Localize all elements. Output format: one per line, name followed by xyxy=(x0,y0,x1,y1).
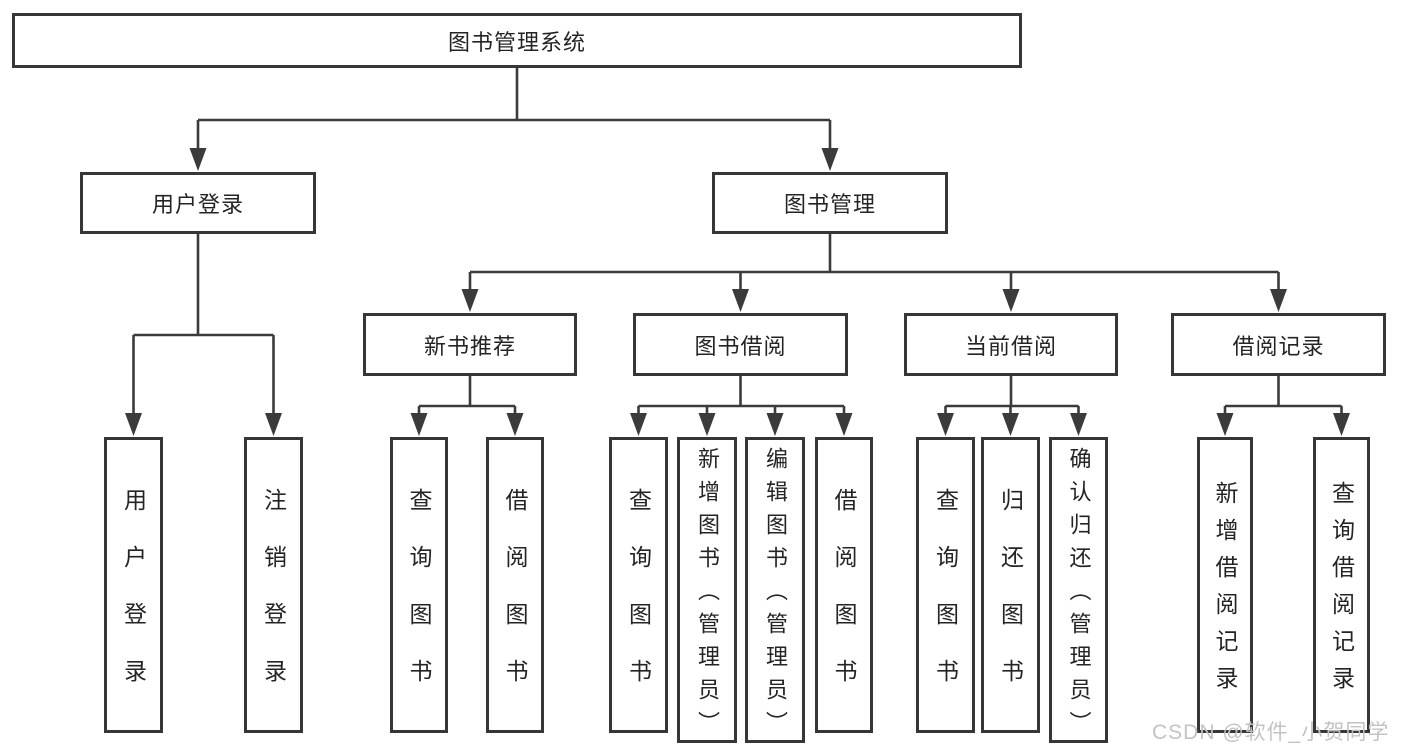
leaf-add-borrow-record: 新增借阅记录 xyxy=(1197,437,1253,733)
leaf-user-login: 用户登录 xyxy=(104,437,163,733)
leaf-borrow-books-recommend: 借阅图书 xyxy=(486,437,544,733)
node-book-management: 图书管理 xyxy=(712,172,948,234)
node-user-login-label: 用户登录 xyxy=(151,192,244,217)
leaf-confirm-return-admin-label: 确认归还（管理员） xyxy=(1066,446,1092,744)
node-new-book-recommend-label: 新书推荐 xyxy=(423,333,516,359)
leaf-return-books: 归还图书 xyxy=(981,437,1040,733)
leaf-query-books-borrowing-label: 查询图书 xyxy=(625,488,652,716)
leaf-query-books-borrowing: 查询图书 xyxy=(609,437,668,733)
leaf-query-borrow-record: 查询借阅记录 xyxy=(1313,437,1370,733)
leaf-return-books-label: 归还图书 xyxy=(997,488,1024,716)
connector-lines xyxy=(132,68,1343,418)
node-current-borrowing: 当前借阅 xyxy=(904,313,1118,376)
leaf-edit-books-admin: 编辑图书（管理员） xyxy=(745,437,805,744)
root-node-library-system: 图书管理系统 xyxy=(12,13,1022,68)
leaf-query-books-recommend: 查询图书 xyxy=(390,437,448,733)
node-current-borrowing-label: 当前借阅 xyxy=(964,333,1057,359)
leaf-logout: 注销登录 xyxy=(244,437,303,733)
leaf-borrow-books-recommend-label: 借阅图书 xyxy=(502,488,528,716)
node-book-management-label: 图书管理 xyxy=(783,192,876,217)
leaf-borrow-books: 借阅图书 xyxy=(815,437,873,733)
node-user-login: 用户登录 xyxy=(80,172,316,234)
node-book-borrowing-label: 图书借阅 xyxy=(694,333,787,359)
leaf-confirm-return-admin: 确认归还（管理员） xyxy=(1049,437,1108,744)
leaf-query-books-recommend-label: 查询图书 xyxy=(406,488,432,716)
node-borrowing-records: 借阅记录 xyxy=(1171,313,1386,376)
node-borrowing-records-label: 借阅记录 xyxy=(1232,333,1325,359)
node-book-borrowing: 图书借阅 xyxy=(633,313,848,376)
leaf-add-books-admin-label: 新增图书（管理员） xyxy=(695,446,720,744)
node-new-book-recommend: 新书推荐 xyxy=(363,313,577,376)
leaf-borrow-books-label: 借阅图书 xyxy=(831,488,857,716)
leaf-logout-label: 注销登录 xyxy=(260,488,287,716)
csdn-watermark: CSDN @软件_小贺同学 xyxy=(1152,721,1390,744)
arrowheads xyxy=(125,148,1350,436)
leaf-query-books-current: 查询图书 xyxy=(916,437,975,733)
leaf-add-books-admin: 新增图书（管理员） xyxy=(677,437,737,744)
leaf-query-books-current-label: 查询图书 xyxy=(932,488,959,716)
leaf-query-borrow-record-label: 查询借阅记录 xyxy=(1328,481,1355,703)
root-node-label: 图书管理系统 xyxy=(447,29,586,55)
leaf-user-login-label: 用户登录 xyxy=(120,488,147,716)
leaf-edit-books-admin-label: 编辑图书（管理员） xyxy=(763,446,788,744)
leaf-add-borrow-record-label: 新增借阅记录 xyxy=(1212,481,1238,703)
